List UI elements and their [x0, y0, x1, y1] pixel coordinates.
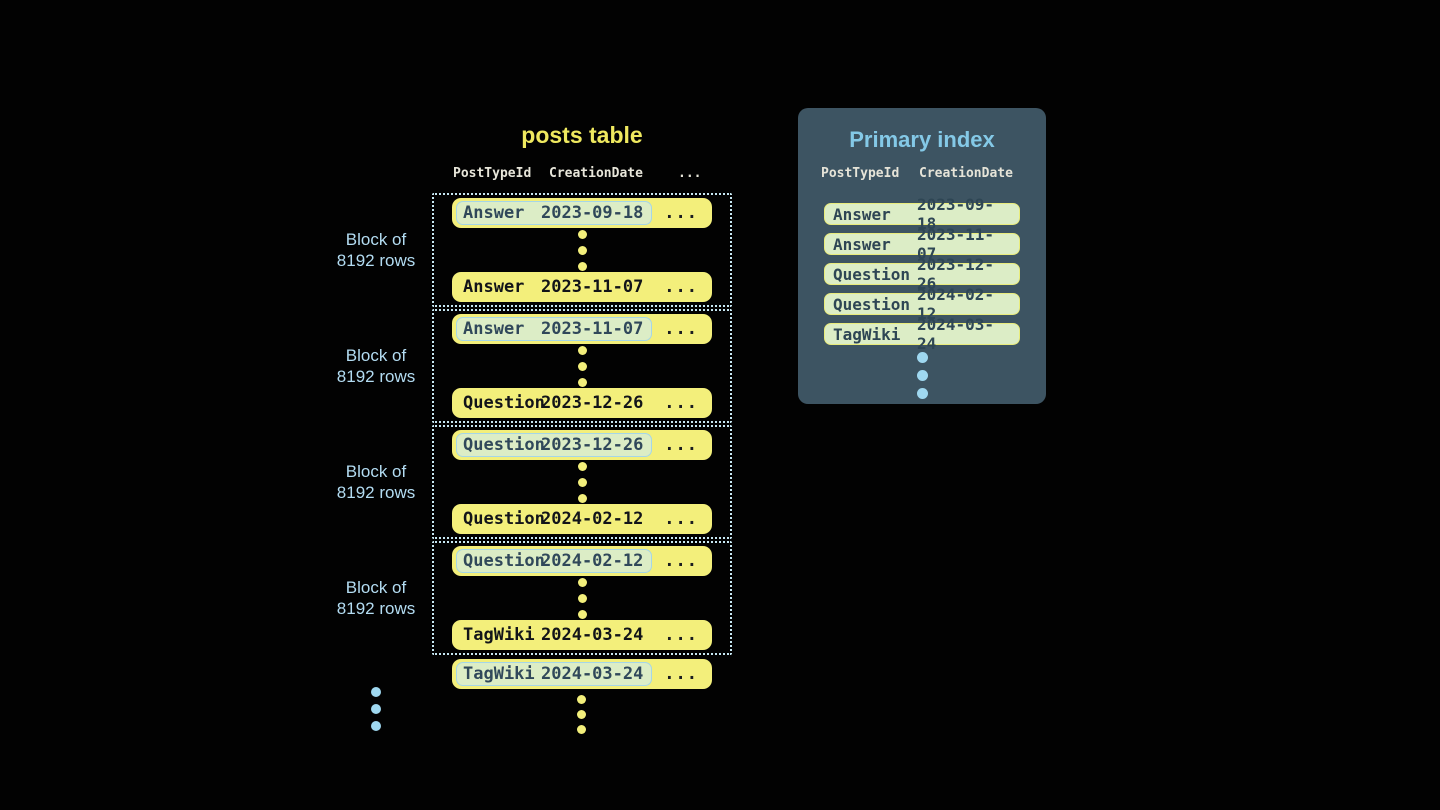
header-creationdate: CreationDate [549, 166, 643, 181]
table-row: Answer 2023-11-07 ... [452, 272, 712, 302]
block-label-3: Block of 8192 rows [336, 462, 416, 502]
row-more-ellipsis: ... [664, 435, 698, 455]
row-more-ellipsis: ... [664, 625, 698, 645]
vertical-ellipsis-dots [577, 461, 587, 503]
row-more-ellipsis: ... [664, 509, 698, 529]
posts-table-column-headers: PostTypeId CreationDate ... [432, 166, 732, 181]
index-row: Answer 2023-11-07 [824, 225, 1020, 263]
block-label-1: Block of 8192 rows [336, 230, 416, 270]
table-row: TagWiki 2024-03-24 ... [452, 620, 712, 650]
table-row: Answer 2023-11-07 ... [452, 314, 712, 344]
index-row: Question 2023-12-26 [824, 255, 1020, 293]
indexed-row-highlight: Answer 2023-09-18 [456, 201, 652, 225]
more-blocks-ellipsis-dots [371, 687, 381, 731]
table-row: Question 2023-12-26 ... [452, 388, 712, 418]
ellipsis-dot [576, 725, 586, 734]
vertical-ellipsis-dots [577, 229, 587, 271]
primary-index-panel: Primary index PostTypeId CreationDate An… [798, 108, 1046, 404]
indexed-row-highlight: Answer 2023-11-07 [456, 317, 652, 341]
table-row: Question 2023-12-26 ... [452, 430, 712, 460]
index-row: TagWiki 2024-03-24 [824, 315, 1020, 353]
ellipsis-dot [576, 710, 586, 719]
table-row: Question 2024-02-12 ... [452, 546, 712, 576]
block-2: Answer 2023-11-07 ... Question 2023-12-2… [432, 309, 732, 423]
block-label-4: Block of 8192 rows [336, 578, 416, 618]
row-more-ellipsis: ... [664, 277, 698, 297]
block-3: Question 2023-12-26 ... Question 2024-02… [432, 425, 732, 539]
index-row: Question 2024-02-12 [824, 285, 1020, 323]
primary-index-title: Primary index [849, 127, 995, 152]
vertical-ellipsis-dots [577, 345, 587, 387]
row-more-ellipsis: ... [664, 393, 698, 413]
ellipsis-dot [916, 370, 928, 381]
index-header-creationdate: CreationDate [919, 166, 1013, 181]
vertical-ellipsis-dots [577, 577, 587, 619]
table-row: Question 2024-02-12 ... [452, 504, 712, 534]
header-posttypeid: PostTypeId [453, 166, 532, 181]
ellipsis-dot [371, 721, 381, 731]
more-index-entries-ellipsis-dots [798, 352, 1046, 399]
posts-table-title: posts table [521, 122, 643, 148]
indexed-row-highlight: TagWiki 2024-03-24 [456, 662, 652, 686]
block-4: Question 2024-02-12 ... TagWiki 2024-03-… [432, 541, 732, 655]
row-more-ellipsis: ... [664, 664, 698, 684]
table-row: Answer 2023-09-18 ... [452, 198, 712, 228]
block-labels: Block of 8192 rows Block of 8192 rows Bl… [300, 193, 452, 655]
posts-table-blocks: Answer 2023-09-18 ... Answer 2023-11-07 … [432, 193, 732, 655]
ellipsis-dot [576, 695, 586, 704]
more-rows-ellipsis-dots [567, 695, 595, 734]
header-more-columns: ... [678, 166, 702, 181]
row-more-ellipsis: ... [664, 551, 698, 571]
row-more-ellipsis: ... [664, 319, 698, 339]
index-row: Answer 2023-09-18 [824, 195, 1020, 233]
block-1: Answer 2023-09-18 ... Answer 2023-11-07 … [432, 193, 732, 307]
table-row-next-block: TagWiki 2024-03-24 ... [452, 659, 712, 689]
ellipsis-dot [371, 687, 381, 697]
index-header-posttypeid: PostTypeId [821, 166, 900, 181]
block-label-2: Block of 8192 rows [336, 346, 416, 386]
row-more-ellipsis: ... [664, 203, 698, 223]
indexed-row-highlight: Question 2023-12-26 [456, 433, 652, 457]
primary-index-rows: Answer 2023-09-18 Answer 2023-11-07 Ques… [824, 195, 1020, 353]
ellipsis-dot [371, 704, 381, 714]
ellipsis-dot [916, 388, 928, 399]
primary-index-column-headers: PostTypeId CreationDate [798, 166, 1046, 183]
ellipsis-dot [916, 352, 928, 363]
indexed-row-highlight: Question 2024-02-12 [456, 549, 652, 573]
